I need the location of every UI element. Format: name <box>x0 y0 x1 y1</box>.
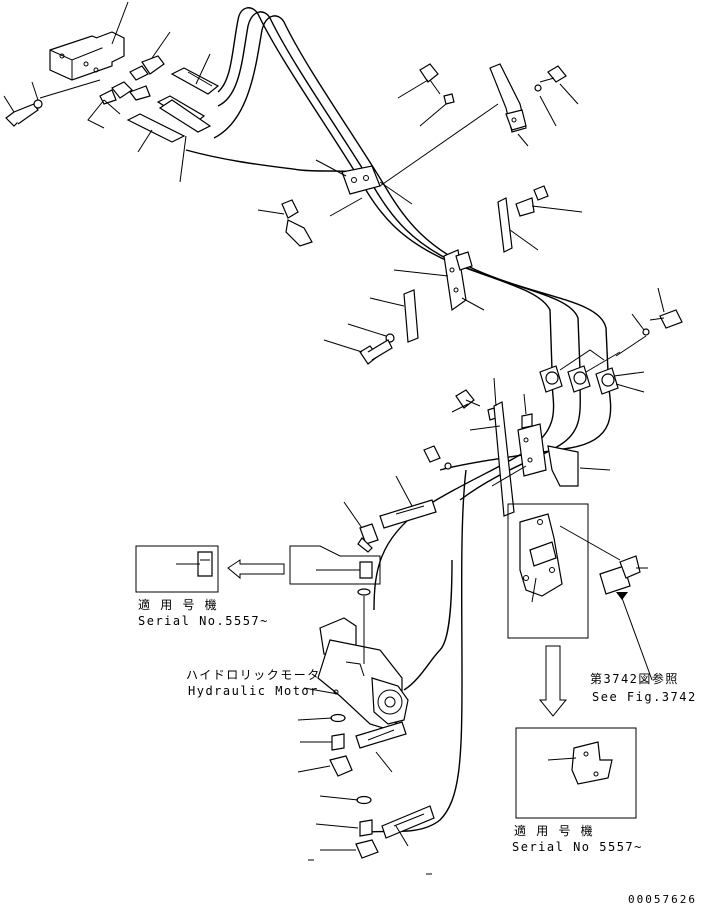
applicable-serial-en-left: Serial No.5557~ <box>138 614 269 628</box>
hydraulic-motor-jp-label: ハイドロリックモータ <box>186 668 321 682</box>
variant-arrow-down <box>538 645 568 717</box>
applicable-serial-en-right: Serial No 5557~ <box>512 840 643 854</box>
hydraulic-motor <box>317 588 409 731</box>
variant-box-bracket <box>515 727 637 819</box>
applicable-serial-jp-right: 適 用 号 機 <box>514 824 595 838</box>
hoses-topleft <box>126 53 220 183</box>
clip-right-upper <box>497 185 583 253</box>
hose-mid <box>343 475 437 553</box>
elbow-fitting-mid <box>257 199 313 247</box>
hydraulic-motor-en-label: Hydraulic Motor <box>188 684 319 698</box>
tube-clamp-center <box>323 249 485 365</box>
variant-box-fitting <box>135 545 381 593</box>
hydraulic-tubes <box>185 7 612 833</box>
motor-fittings <box>297 687 435 875</box>
see-fig-en-label: See Fig.3742 <box>592 690 697 704</box>
support-bracket-box <box>507 503 653 681</box>
tube-clamps-right <box>539 287 683 395</box>
bracket-topright <box>379 63 579 187</box>
tube-clamp-upper <box>315 159 413 217</box>
applicable-serial-jp-left: 適 用 号 機 <box>138 598 219 612</box>
fittings-topleft <box>87 31 171 129</box>
valve-block <box>49 1 129 81</box>
bolt-topleft <box>3 79 101 127</box>
see-fig-jp-label: 第3742図参照 <box>590 672 679 686</box>
bracket-mid-right <box>423 377 611 517</box>
drawing-number: 00057626 <box>628 893 697 906</box>
